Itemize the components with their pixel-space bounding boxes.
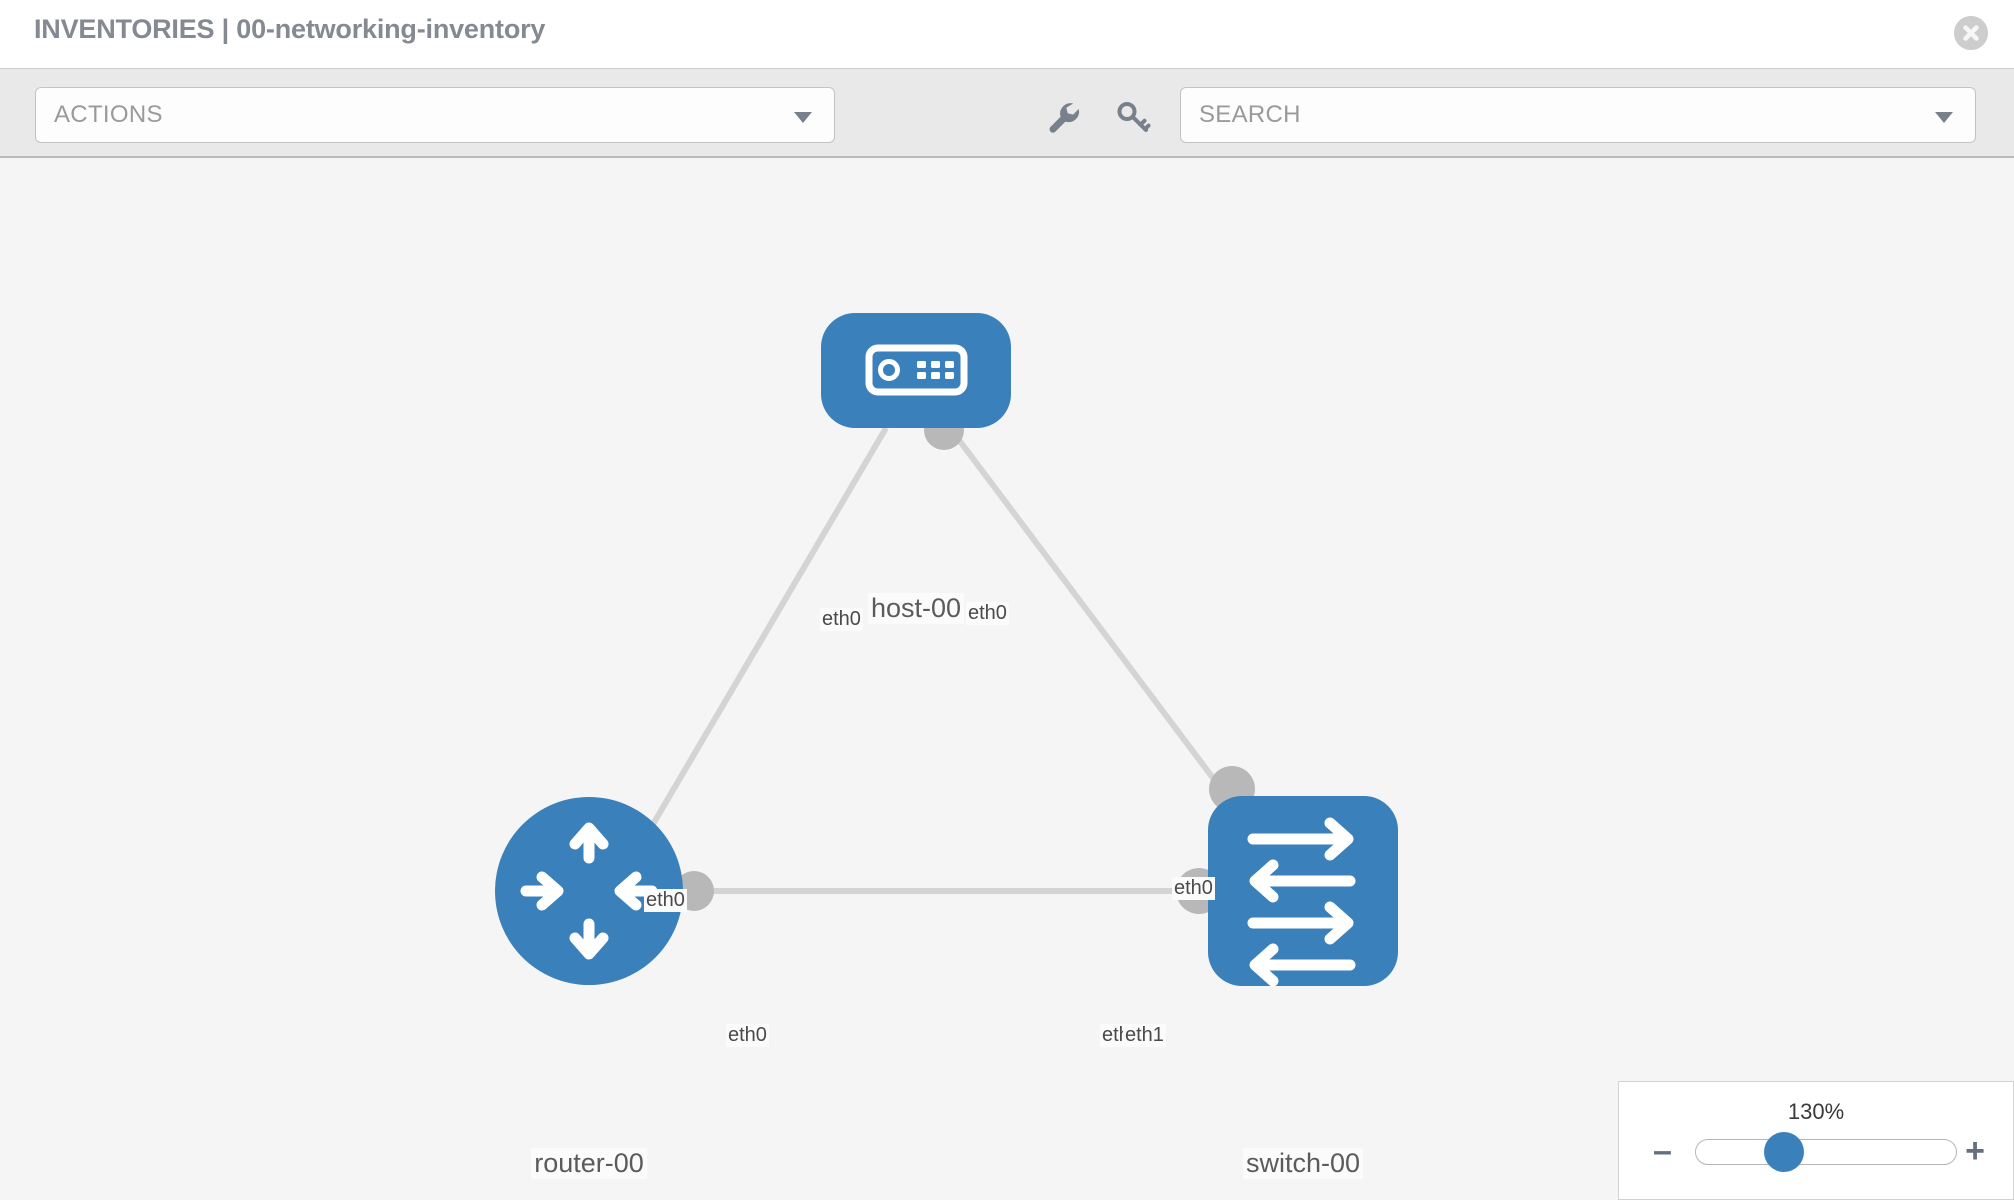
zoom-out-button[interactable]: – (1653, 1132, 1672, 1170)
close-icon[interactable] (1954, 16, 1988, 50)
page-title: INVENTORIES | 00-networking-inventory (34, 14, 546, 44)
zoom-slider-thumb[interactable] (1764, 1132, 1804, 1172)
edge-label-router00-eth0-uplink: eth0 (644, 889, 687, 912)
zoom-control: 130% – + (1618, 1081, 2014, 1200)
node-label-switch-00: switch-00 (1242, 1148, 1364, 1179)
actions-dropdown[interactable]: ACTIONS (35, 87, 835, 143)
edge-label-host00-eth0-left: eth0 (820, 608, 863, 631)
edge-label-router00-eth0-lan: eth0 (726, 1024, 769, 1047)
chevron-down-icon (794, 112, 812, 123)
zoom-in-button[interactable]: + (1965, 1132, 1985, 1170)
node-router-00[interactable] (495, 797, 683, 985)
chevron-down-icon (1935, 112, 1953, 123)
topology-graph (495, 313, 1398, 987)
topology-canvas[interactable]: host-00 router-00 switch-00 eth0 eth0 et… (0, 158, 2014, 1200)
search-placeholder-label: SEARCH (1199, 101, 1301, 128)
server-device-icon (865, 344, 968, 396)
edge-label-switch00-eth0-uplink: eth0 (1172, 877, 1215, 900)
key-icon[interactable] (1113, 97, 1153, 137)
actions-dropdown-label: ACTIONS (54, 101, 163, 128)
edge-host00-router00 (636, 426, 889, 850)
node-label-host-00: host-00 (867, 593, 965, 624)
node-host-00[interactable] (821, 313, 1011, 428)
toolbar: ACTIONS SEARCH (0, 68, 2014, 158)
search-input[interactable]: SEARCH (1180, 87, 1976, 143)
zoom-percent-label: 130% (1787, 1099, 1845, 1124)
edge-host00-switch00 (947, 426, 1246, 820)
switch-exchange-arrows-icon (1247, 817, 1356, 987)
edge-label-host00-eth0-right: eth0 (966, 602, 1009, 625)
node-switch-00[interactable] (1208, 796, 1398, 987)
node-label-router-00: router-00 (531, 1148, 647, 1179)
edge-label-switch00-eth1-lan: eth1 (1123, 1024, 1166, 1047)
page-header: INVENTORIES | 00-networking-inventory (0, 0, 2014, 68)
wrench-icon[interactable] (1043, 97, 1083, 137)
zoom-slider-track[interactable] (1695, 1139, 1957, 1165)
